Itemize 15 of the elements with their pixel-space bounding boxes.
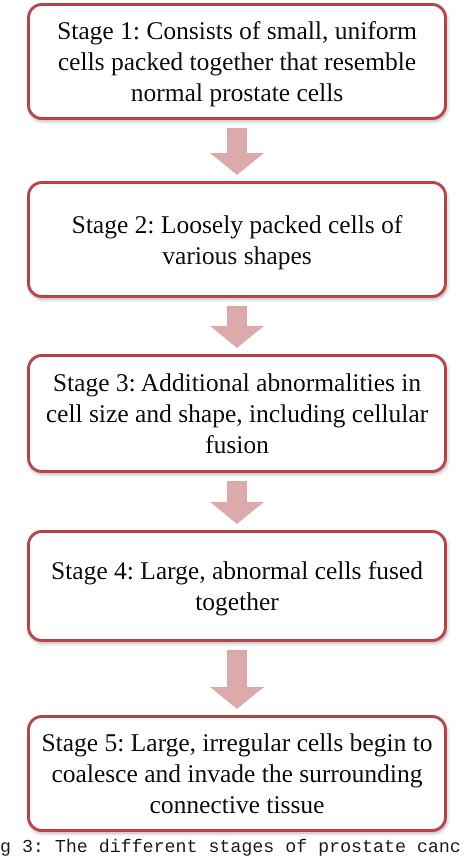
block-arrow bbox=[210, 128, 264, 175]
block-arrow bbox=[210, 650, 264, 709]
stage-box bbox=[27, 3, 447, 120]
figure-caption: g 3: The different stages of prostate canc bbox=[0, 837, 461, 860]
stage-text: Stage 2: Loosely packed cells of various shapes bbox=[70, 208, 404, 270]
stage-text: Stage 1: Consists of small, uniform cells packed together that resemble normal prostate cells bbox=[56, 15, 418, 108]
stage-text: Stage 5: Large, irregular cells begin to coalesce and invade the surrounding connective tissue bbox=[40, 727, 434, 820]
stage-box bbox=[27, 530, 447, 642]
stage-text: Stage 4: Large, abnormal cells fused together bbox=[50, 555, 424, 617]
stage-box bbox=[27, 181, 447, 298]
stage-box bbox=[27, 715, 447, 832]
stage-box bbox=[27, 354, 447, 473]
stage-text: Stage 3: Additional abnormalities in cell size and shape, including cellular fusion bbox=[44, 367, 430, 460]
block-arrow bbox=[210, 306, 264, 348]
block-arrow bbox=[210, 481, 264, 524]
